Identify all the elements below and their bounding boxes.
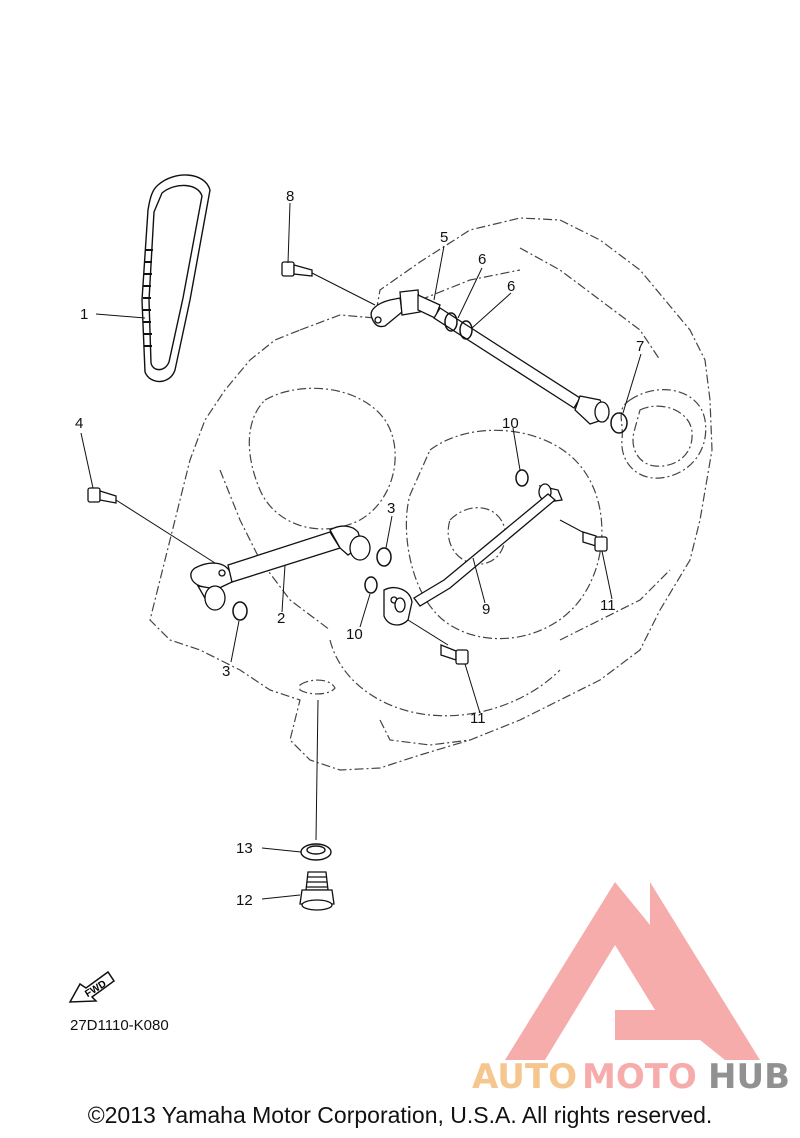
- cam-chain-part-1: [141, 174, 211, 383]
- oil-pipe-part-2: [190, 525, 371, 611]
- o-ring-part-6b: [459, 320, 473, 340]
- callout-12: 12: [236, 892, 253, 909]
- oil-pipe-part-9: [383, 483, 563, 626]
- o-ring-part-6a: [444, 312, 458, 332]
- callout-3a: 3: [387, 500, 395, 517]
- callout-6a: 6: [478, 251, 486, 268]
- watermark-inner: [650, 882, 760, 1060]
- watermark-logo: AUTO MOTO HUB: [472, 882, 790, 1097]
- watermark-word-moto: MOTO: [582, 1057, 697, 1097]
- callout-10b: 10: [346, 626, 363, 643]
- watermark-word-hub: HUB: [708, 1057, 790, 1097]
- watermark-triangle: [505, 882, 760, 1060]
- callout-11b: 11: [470, 710, 486, 727]
- callout-7: 7: [636, 338, 644, 355]
- callout-1: 1: [80, 306, 88, 323]
- watermark-word-auto: AUTO: [472, 1057, 577, 1097]
- gasket-part-13: [300, 843, 332, 861]
- callout-9: 9: [482, 601, 490, 618]
- bolt-part-8: [281, 261, 376, 306]
- callout-3b: 3: [222, 663, 230, 680]
- bolt-part-11a: [559, 519, 608, 552]
- callout-10a: 10: [502, 415, 519, 432]
- crankcase-outline: [149, 217, 713, 771]
- callout-8: 8: [286, 188, 294, 205]
- fwd-arrow-icon: FWD: [68, 970, 116, 1003]
- o-ring-part-7: [610, 412, 628, 434]
- oil-pipe-part-5: [370, 289, 610, 425]
- bolt-part-11b: [407, 619, 469, 665]
- callout-6b: 6: [507, 278, 515, 295]
- callout-4: 4: [75, 415, 83, 432]
- callout-13: 13: [236, 840, 253, 857]
- drain-bolt-part-12: [299, 871, 335, 911]
- bolt-part-4: [87, 487, 216, 564]
- o-ring-part-3b: [232, 601, 248, 621]
- callout-5: 5: [440, 229, 448, 246]
- o-ring-part-10b: [364, 576, 378, 594]
- o-ring-part-10a: [515, 469, 529, 487]
- copyright-notice: ©2013 Yamaha Motor Corporation, U.S.A. A…: [87, 1102, 713, 1128]
- diagram-code: 27D1110-K080: [70, 1017, 169, 1034]
- drain-axis-line: [315, 699, 319, 841]
- callout-2: 2: [277, 610, 285, 627]
- o-ring-part-3a: [376, 547, 392, 567]
- leader-lines: [80, 202, 642, 900]
- callout-11a: 11: [600, 597, 616, 614]
